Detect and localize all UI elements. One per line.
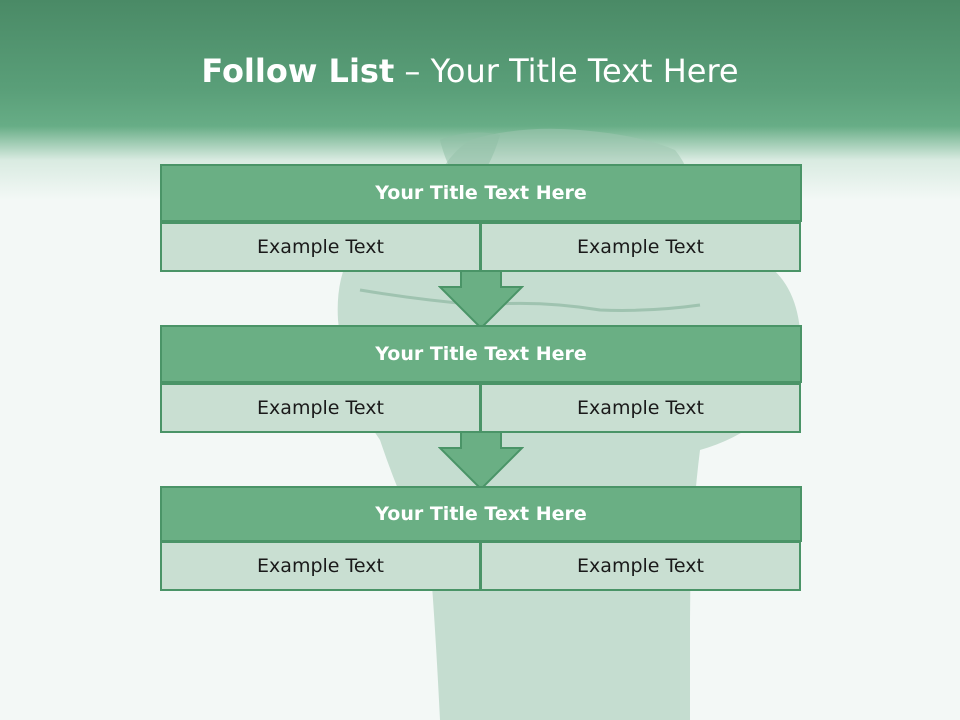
block-heading: Your Title Text Here [160, 325, 802, 383]
down-arrow-icon [438, 271, 524, 329]
down-arrow-icon [438, 432, 524, 490]
block-cell-right: Example Text [480, 222, 801, 272]
block-cell-left: Example Text [160, 222, 481, 272]
slide-title: Follow List – Your Title Text Here [0, 52, 940, 90]
list-block-3: Your Title Text Here Example Text Exampl… [160, 486, 802, 592]
block-heading: Your Title Text Here [160, 164, 802, 222]
list-block-2: Your Title Text Here Example Text Exampl… [160, 325, 802, 433]
block-cell-left: Example Text [160, 383, 481, 433]
block-cell-right: Example Text [480, 383, 801, 433]
slide-title-bold: Follow List [201, 52, 395, 90]
block-cell-right: Example Text [480, 541, 801, 591]
slide-title-rest: – Your Title Text Here [394, 52, 739, 90]
list-block-1: Your Title Text Here Example Text Exampl… [160, 164, 802, 272]
block-heading: Your Title Text Here [160, 486, 802, 542]
block-cell-left: Example Text [160, 541, 481, 591]
